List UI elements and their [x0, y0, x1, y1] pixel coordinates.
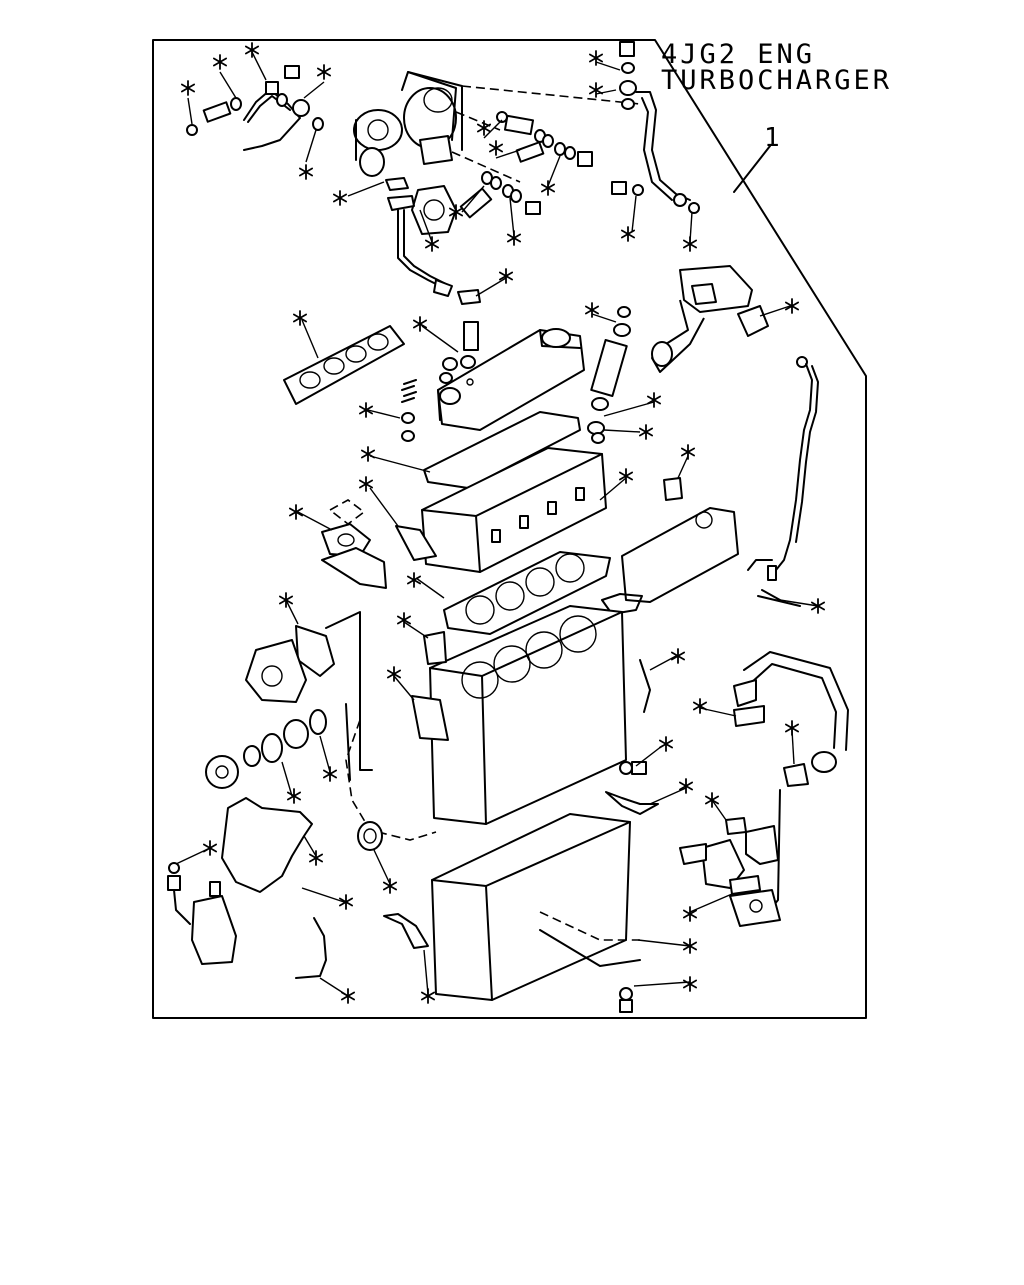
asterisk-marker — [323, 766, 337, 782]
crank-seal — [357, 821, 383, 851]
asterisk-marker — [425, 236, 439, 252]
asterisk-marker — [449, 204, 463, 220]
cylinder-head — [421, 447, 607, 573]
exhaust-manifold-gasket — [283, 325, 405, 405]
asterisk-marker — [333, 190, 347, 206]
asterisk-marker — [683, 976, 697, 992]
asterisk-marker — [317, 64, 331, 80]
diagram-title-line-2: TURBOCHARGER — [661, 65, 893, 96]
asterisk-marker — [293, 310, 307, 326]
timing-gasket — [221, 797, 313, 893]
asterisk-marker — [299, 164, 313, 180]
diagram-title-line-1: 4JG2 ENG — [661, 39, 816, 70]
reference-number: 1 — [764, 123, 780, 153]
asterisk-marker — [287, 788, 301, 804]
water-pump — [245, 611, 373, 771]
asterisk-marker — [213, 54, 227, 70]
asterisk-marker — [647, 392, 661, 408]
injector — [587, 306, 631, 444]
asterisk-marker — [245, 42, 259, 58]
turbo-dashed-leader — [451, 85, 641, 183]
head-gasket — [443, 551, 611, 635]
rocker-cover — [437, 328, 585, 431]
oil-pan-seal — [295, 917, 327, 979]
main-bearings — [383, 761, 659, 1013]
asterisk-marker — [489, 140, 503, 156]
oil-filter-base — [679, 817, 781, 927]
turbo-gasket — [411, 185, 457, 235]
asterisk-marker — [359, 402, 373, 418]
oil-pump — [167, 862, 237, 965]
asterisk-marker — [639, 424, 653, 440]
intake-elbow — [651, 265, 769, 373]
asterisk-marker — [477, 120, 491, 136]
asterisk-marker — [383, 878, 397, 894]
asterisk-marker — [361, 446, 375, 462]
asterisk-marker — [413, 316, 427, 332]
rocker-cover-bolt — [439, 321, 479, 384]
front-cover-seals — [205, 703, 351, 789]
asterisk-marker — [683, 906, 697, 922]
asterisk-marker — [619, 468, 633, 484]
intake-gasket-small — [663, 477, 683, 501]
cylinder-block — [345, 605, 651, 841]
leader-lines — [175, 51, 819, 997]
asterisk-marker — [785, 298, 799, 314]
turbocharger — [353, 71, 457, 177]
asterisk-marker — [499, 268, 513, 284]
oil-return-line — [611, 41, 700, 214]
asterisk-marker — [541, 180, 555, 196]
valve-springs — [401, 379, 417, 442]
asterisk-marker — [679, 778, 693, 794]
asterisk-marker — [671, 648, 685, 664]
asterisk-marker — [359, 476, 373, 492]
part-markers — [181, 42, 825, 1004]
ref-leader-line — [733, 145, 771, 193]
asterisk-marker — [397, 612, 411, 628]
oil-pan — [431, 813, 641, 1001]
thermostat-gasket — [321, 499, 437, 589]
oil-cooler-pipe — [733, 651, 849, 911]
asterisk-marker — [659, 736, 673, 752]
asterisk-marker — [387, 666, 401, 682]
oil-drain-pipe — [385, 177, 481, 305]
rocker-cover-gasket — [423, 411, 581, 489]
oil-feed-pipe — [186, 65, 324, 151]
asterisk-marker — [693, 698, 707, 714]
asterisk-marker — [407, 572, 421, 588]
turbo-fittings — [459, 111, 593, 219]
intake-manifold — [601, 507, 739, 615]
asterisk-marker — [289, 504, 303, 520]
asterisk-marker — [309, 850, 323, 866]
asterisk-marker — [589, 82, 603, 98]
frame-border — [152, 39, 867, 1019]
asterisk-marker — [339, 894, 353, 910]
asterisk-marker — [181, 80, 195, 96]
dipstick — [747, 356, 819, 607]
